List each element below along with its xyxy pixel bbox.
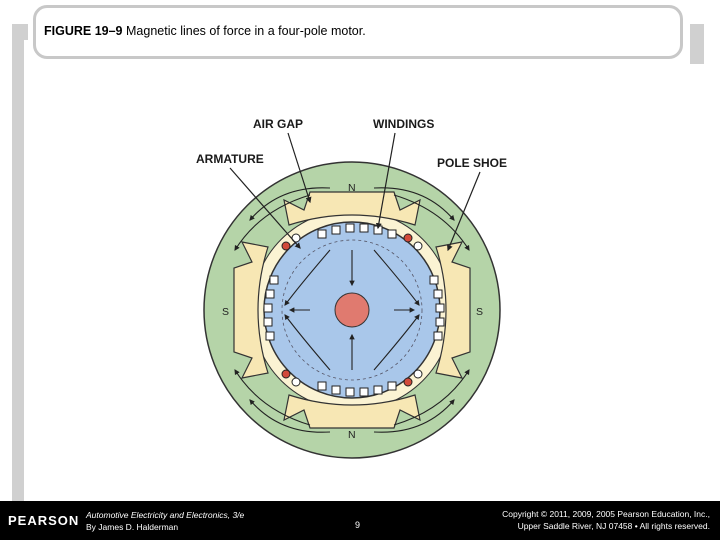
pole-label-left: S (222, 306, 229, 318)
figure-caption: Magnetic lines of force in a four-pole m… (126, 24, 366, 38)
copyright: Copyright © 2011, 2009, 2005 Pearson Edu… (502, 508, 710, 532)
book-title: Automotive Electricity and Electronics, … (86, 510, 245, 520)
magnetic-flux-lines (234, 187, 470, 433)
pole-shoe-top (283, 191, 421, 226)
copyright-line-2: Upper Saddle River, NJ 07458 • All right… (517, 521, 710, 531)
book-author: By James D. Halderman (86, 522, 179, 532)
book-info: Automotive Electricity and Electronics, … (86, 509, 244, 533)
pole-shoe-right (435, 241, 471, 379)
pole-shoe-bottom (283, 394, 421, 429)
copyright-line-1: Copyright © 2011, 2009, 2005 Pearson Edu… (502, 509, 710, 519)
pole-label-top: N (348, 182, 356, 194)
label-windings: WINDINGS (373, 117, 434, 131)
figure-label: FIGURE 19–9 (44, 24, 123, 38)
slide-title: FIGURE 19–9 Magnetic lines of force in a… (44, 24, 366, 38)
pearson-logo: PEARSON (8, 513, 80, 528)
page-number: 9 (355, 520, 361, 530)
callout-lines (229, 132, 481, 252)
footer-bar: PEARSON Automotive Electricity and Elect… (0, 501, 720, 540)
pole-shoe-left (233, 241, 269, 379)
label-air-gap: AIR GAP (253, 117, 303, 131)
label-pole-shoe: POLE SHOE (437, 156, 507, 170)
motor-diagram: N N S S AIR GAP WINDINGS ARMATURE POLE S… (196, 117, 507, 459)
pole-label-right: S (476, 306, 483, 318)
shaft (334, 292, 370, 328)
windings (263, 223, 445, 397)
pole-shoes (233, 191, 471, 429)
title-box (33, 5, 683, 59)
pole-label-bottom: N (348, 429, 356, 441)
label-armature: ARMATURE (196, 152, 264, 166)
